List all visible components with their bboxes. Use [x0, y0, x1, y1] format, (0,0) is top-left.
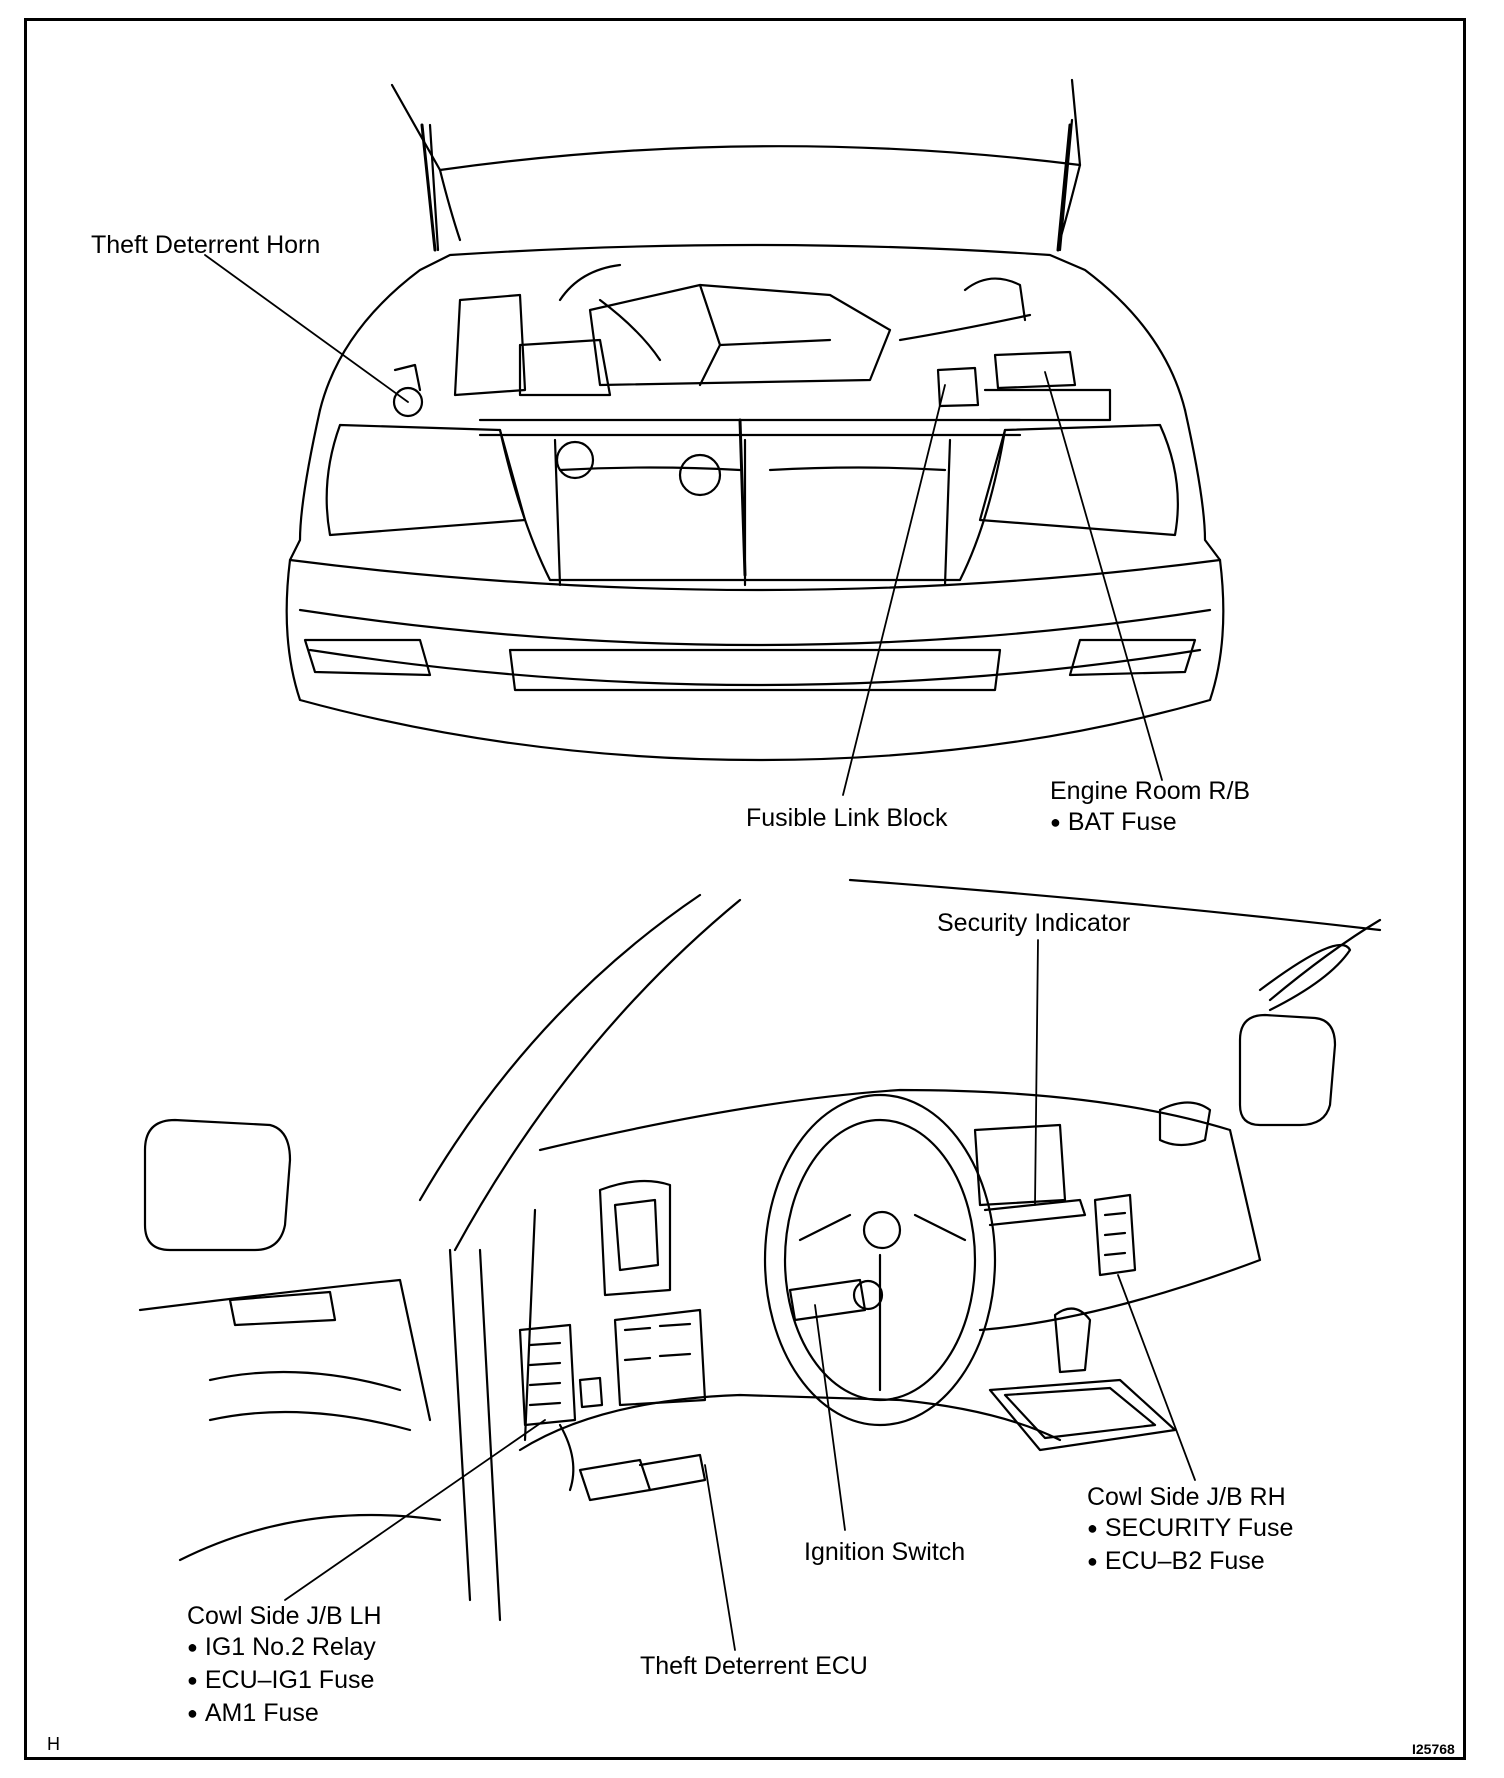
label-ignition-switch: Ignition Switch: [804, 1538, 966, 1566]
engine-cover: [588, 283, 892, 387]
leader-fusible-link-block: [842, 384, 946, 796]
hood: [390, 78, 1082, 172]
vehicle-body: [318, 243, 1187, 412]
right-mirror: [1238, 1013, 1337, 1127]
leader-engine-room-rb: [1044, 371, 1163, 781]
steering-emblem: [862, 1210, 902, 1250]
ignition-cylinder: [852, 1279, 884, 1311]
cowl-side-jb-lh-item: AM1 Fuse: [187, 1698, 382, 1731]
leader-cowl-side-jb-lh: [284, 1419, 546, 1601]
cowl-side-jb-rh-shape: [1093, 1193, 1137, 1277]
cowl-side-jb-lh-shape: [518, 1323, 577, 1427]
leader-lines: [204, 254, 1196, 1651]
label-fusible-link-block: Fusible Link Block: [746, 804, 948, 832]
leader-ignition-switch: [814, 1304, 846, 1531]
cowl-side-jb-rh-item: ECU–B2 Fuse: [1087, 1546, 1293, 1579]
dashboard: [538, 1088, 1262, 1332]
label-theft-deterrent-ecu: Theft Deterrent ECU: [640, 1652, 868, 1680]
leader-theft-deterrent-horn: [204, 254, 409, 403]
left-headlight: [325, 423, 527, 537]
engine-room-rb-item: BAT Fuse: [1050, 807, 1250, 840]
theft-horn-shape: [392, 386, 424, 418]
label-security-indicator: Security Indicator: [937, 909, 1131, 937]
center-console: [988, 1378, 1177, 1452]
label-cowl-side-jb-rh: Cowl Side J/B RH SECURITY Fuse ECU–B2 Fu…: [1087, 1482, 1293, 1579]
engine-room-rb-title: Engine Room R/B: [1050, 777, 1251, 805]
horn-center: [678, 453, 722, 497]
cowl-side-jb-lh-title: Cowl Side J/B LH: [187, 1602, 382, 1630]
diagram-frame: [24, 18, 1466, 1760]
cowl-side-jb-rh-title: Cowl Side J/B RH: [1087, 1483, 1286, 1511]
cowl-side-jb-lh-item: ECU–IG1 Fuse: [187, 1665, 382, 1698]
grille: [498, 428, 1007, 582]
horn-left: [555, 440, 595, 480]
fusible-link-block-shape: [936, 366, 980, 408]
engine-bay-drawing: [285, 78, 1225, 762]
label-engine-room-rb: Engine Room R/B BAT Fuse: [1050, 776, 1250, 840]
front-bumper: [288, 558, 1222, 592]
cowl-side-jb-rh-item: SECURITY Fuse: [1087, 1513, 1293, 1546]
engine-room-rb-shape: [993, 350, 1077, 390]
cowl-side-jb-lh-item: IG1 No.2 Relay: [187, 1632, 382, 1665]
leader-theft-deterrent-ecu: [704, 1464, 736, 1651]
leader-security-indicator: [1034, 939, 1039, 1206]
theft-deterrent-ecu-shape: [578, 1458, 652, 1502]
corner-mark: H: [47, 1734, 60, 1754]
switch-panel: [613, 1308, 707, 1407]
steering-wheel: [763, 1093, 997, 1427]
cabin-drawing: [138, 878, 1382, 1622]
label-cowl-side-jb-lh: Cowl Side J/B LH IG1 No.2 Relay ECU–IG1 …: [187, 1601, 382, 1731]
left-mirror: [143, 1118, 292, 1252]
right-headlight: [978, 423, 1179, 537]
center-display: [973, 1123, 1067, 1207]
label-theft-deterrent-horn: Theft Deterrent Horn: [91, 231, 321, 259]
figure-id: I25768: [1412, 1741, 1455, 1757]
leader-cowl-side-jb-rh: [1117, 1274, 1196, 1481]
a-pillar: [418, 893, 742, 1252]
